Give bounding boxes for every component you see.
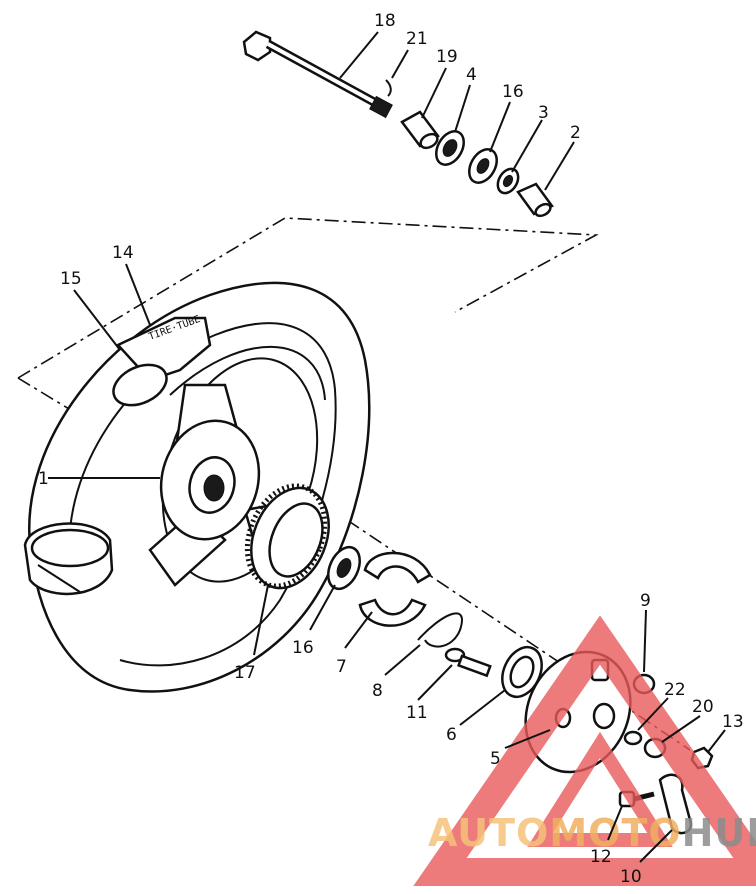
bearing-4 xyxy=(435,130,465,166)
callout-8: 8 xyxy=(372,681,383,701)
callout-16-upper: 16 xyxy=(502,82,524,102)
callout-17: 17 xyxy=(234,663,256,683)
collar-2 xyxy=(516,182,554,218)
callout-7: 7 xyxy=(336,657,347,677)
watermark-moto: MOTO xyxy=(549,811,681,855)
cam-11 xyxy=(444,647,492,678)
brake-shoes-7 xyxy=(358,551,432,627)
callout-2: 2 xyxy=(570,123,581,143)
callout-15: 15 xyxy=(60,269,82,289)
watermark-logo: AUTOMOTOHUB xyxy=(413,615,756,886)
tube-14-15: TIRE·TUBE xyxy=(112,314,212,407)
callout-5: 5 xyxy=(490,749,501,769)
callout-19: 19 xyxy=(436,47,458,67)
watermark-auto: AUTO xyxy=(428,811,549,855)
bearing-16-lower xyxy=(327,545,361,591)
oil-seal-3 xyxy=(496,167,520,195)
seal-6 xyxy=(501,645,543,699)
callout-22: 22 xyxy=(664,680,686,700)
callout-3: 3 xyxy=(538,103,549,123)
callout-9: 9 xyxy=(640,591,651,611)
bearing-16-upper xyxy=(468,148,498,184)
brake-arm-10 xyxy=(658,773,693,835)
watermark-hub: HUB xyxy=(682,811,756,855)
callout-14: 14 xyxy=(112,243,134,263)
callout-12: 12 xyxy=(590,847,612,867)
brake-drum-17 xyxy=(244,483,330,590)
wheel-hub xyxy=(159,419,261,541)
spring-8 xyxy=(417,612,463,648)
tire-cutaway xyxy=(23,522,114,596)
washer-22 xyxy=(623,730,643,746)
svg-text:AUTOMOTOHUB: AUTOMOTOHUB xyxy=(428,811,756,855)
callout-4: 4 xyxy=(466,65,477,85)
collar-19 xyxy=(400,110,440,150)
callout-labels: 18 21 19 4 16 3 2 14 15 1 16 17 7 8 11 6… xyxy=(38,11,744,887)
cotter-pin xyxy=(385,79,392,97)
callout-20: 20 xyxy=(692,697,714,717)
callout-6: 6 xyxy=(446,725,457,745)
callout-21: 21 xyxy=(406,29,428,49)
watermark-triangle xyxy=(413,615,756,886)
callout-13: 13 xyxy=(722,712,744,732)
leader-lines xyxy=(48,31,726,863)
callout-11: 11 xyxy=(406,703,428,723)
callout-1: 1 xyxy=(38,469,49,489)
callout-18: 18 xyxy=(374,11,396,31)
callout-16-lower: 16 xyxy=(292,638,314,658)
axle-shaft xyxy=(242,30,393,119)
callout-10: 10 xyxy=(620,867,642,887)
